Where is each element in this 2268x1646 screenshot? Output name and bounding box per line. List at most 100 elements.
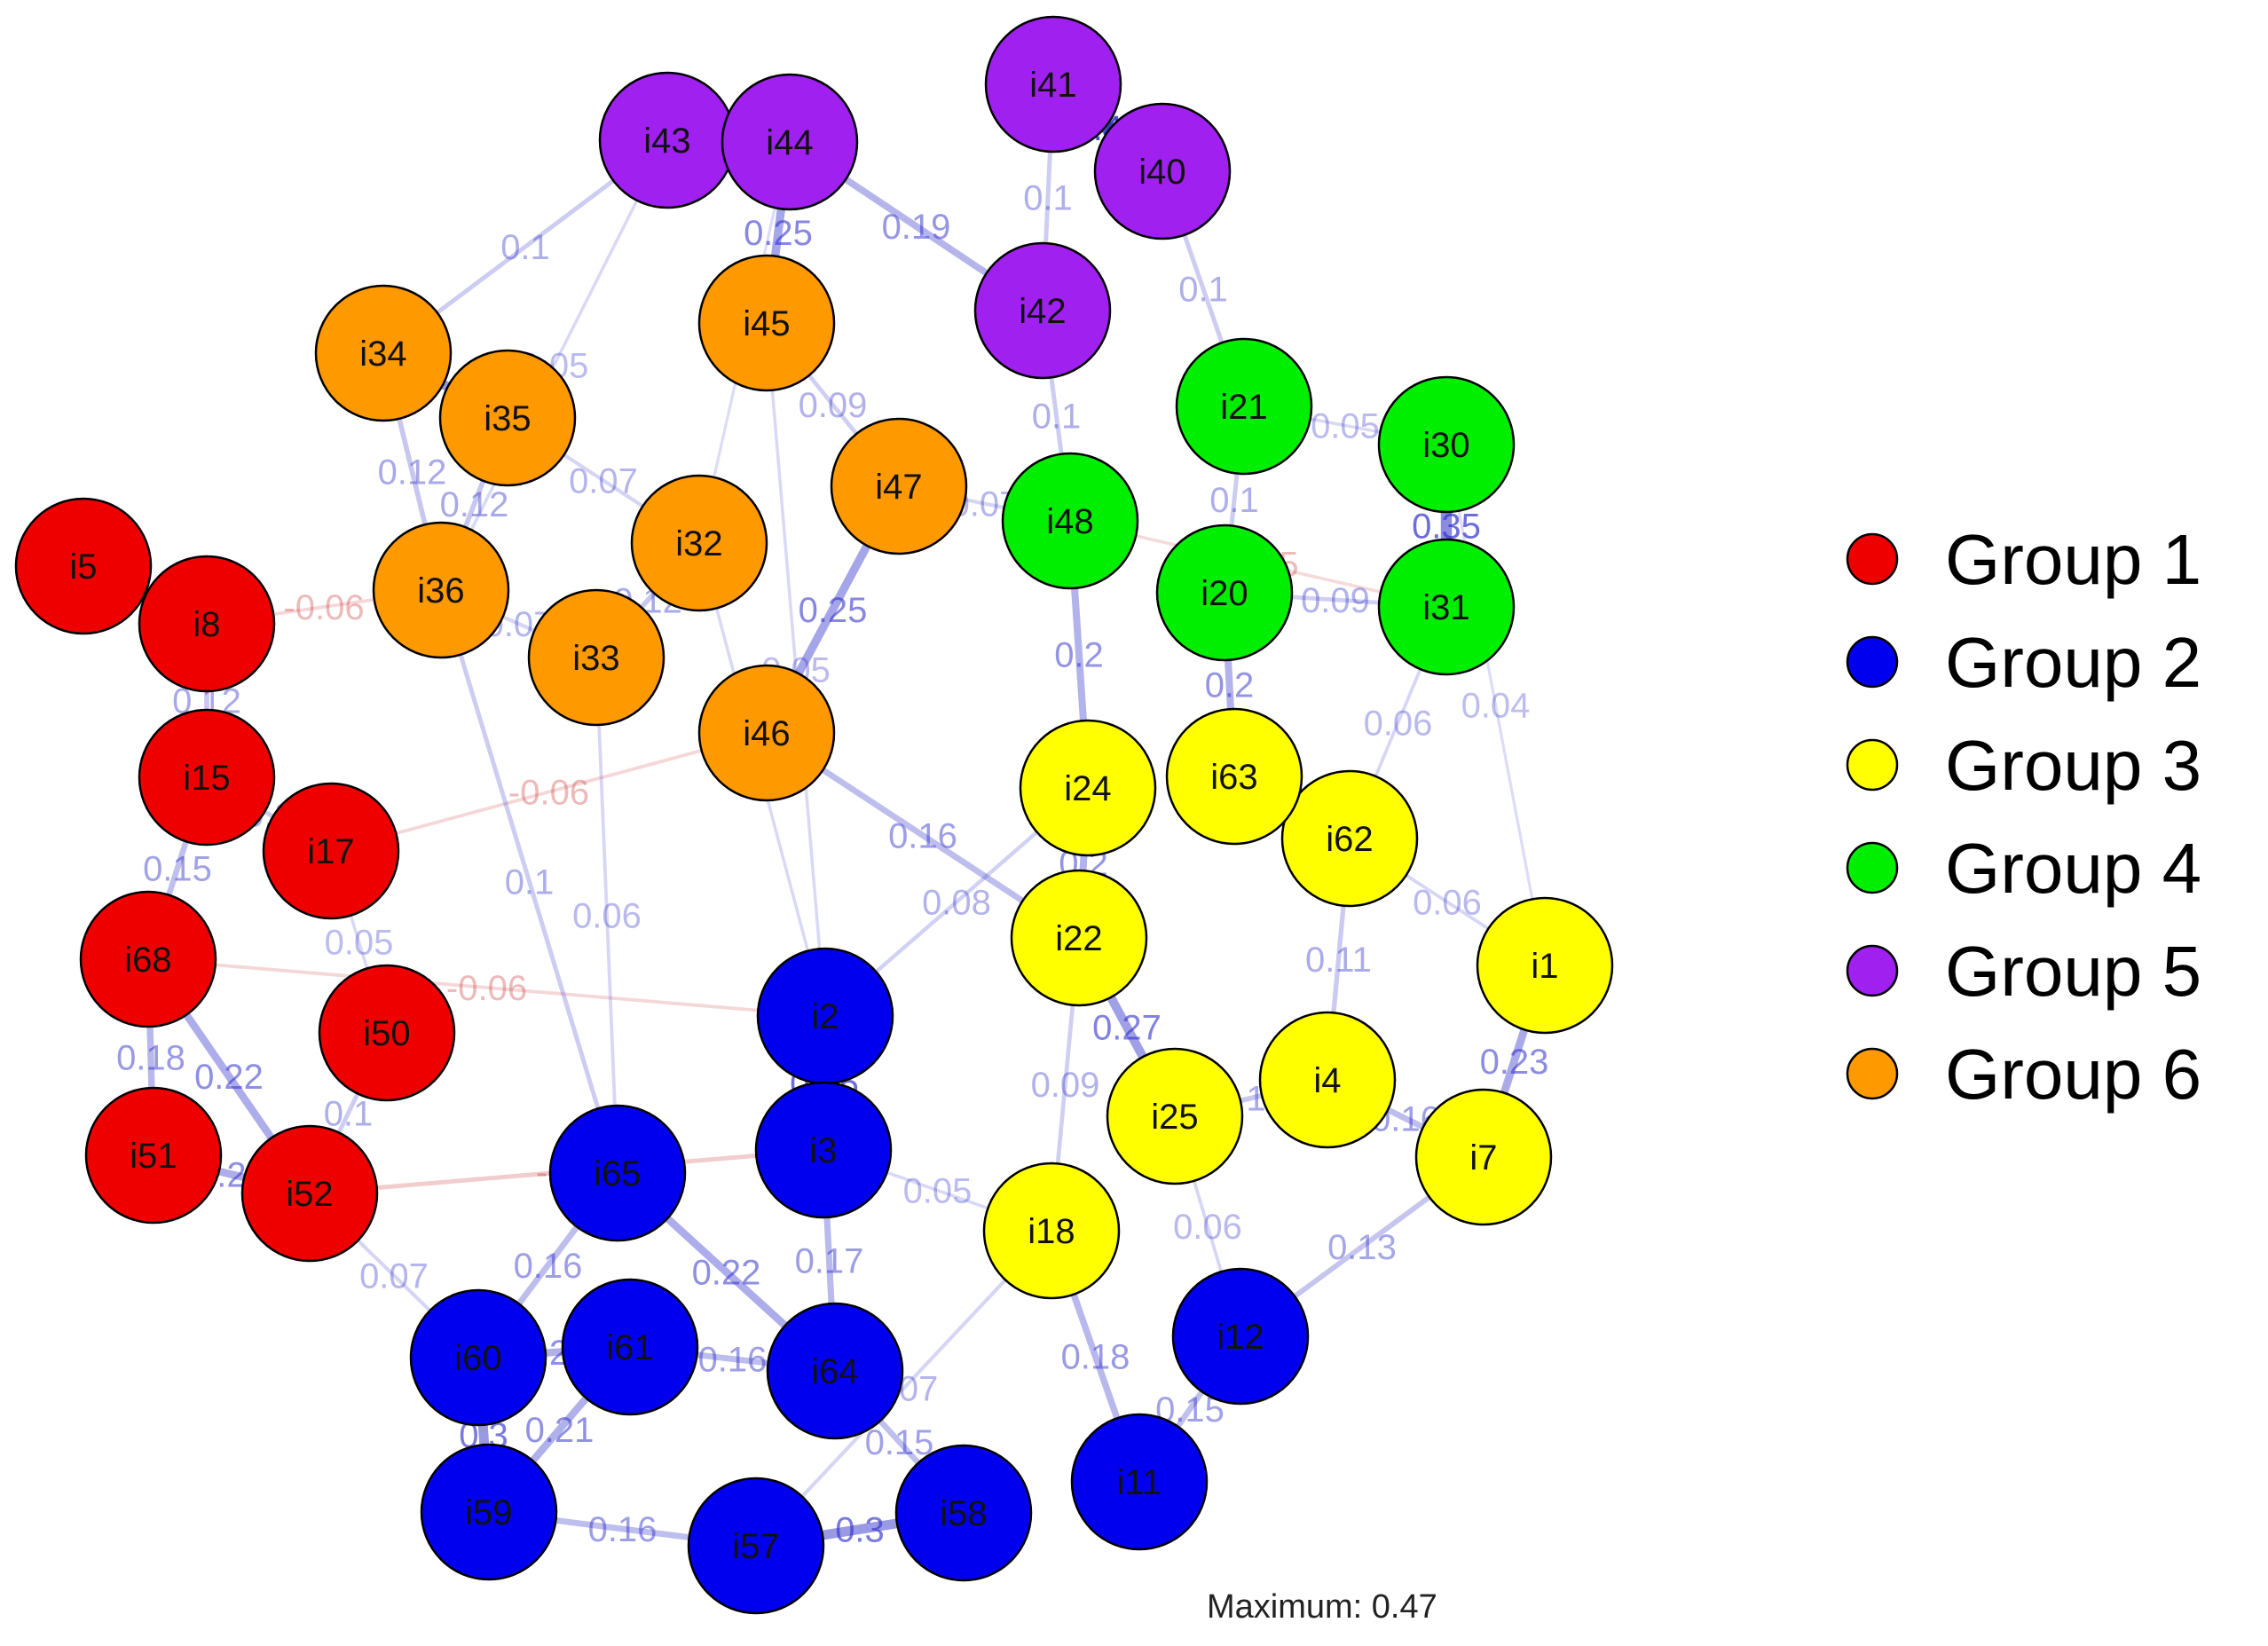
node-circle xyxy=(1377,538,1516,676)
node-circle xyxy=(1001,452,1139,590)
node-label: i60 xyxy=(454,1339,501,1378)
node-label: i62 xyxy=(1326,820,1373,859)
edge-weight-label: 0.13 xyxy=(1327,1228,1397,1267)
node-i32: i32 xyxy=(630,474,768,612)
edge-weight-label: -0.06 xyxy=(283,588,364,627)
node-circle xyxy=(527,588,665,727)
legend-item: Group 6 xyxy=(1846,1035,2201,1114)
edge-weight-label: 0.25 xyxy=(744,214,813,253)
node-circle xyxy=(1476,896,1614,1035)
node-label: i22 xyxy=(1055,919,1102,958)
node-i36: i36 xyxy=(372,521,510,659)
node-label: i41 xyxy=(1029,66,1076,105)
node-label: i34 xyxy=(359,335,406,374)
node-circle xyxy=(1280,769,1419,908)
node-circle xyxy=(79,890,217,1028)
edge-weight-label: 0.18 xyxy=(1061,1338,1130,1377)
node-circle xyxy=(766,1302,904,1440)
edge-i17-i46 xyxy=(329,731,768,853)
node-circle xyxy=(561,1278,699,1416)
legend-item: Group 4 xyxy=(1846,829,2201,908)
node-i2: i2 xyxy=(756,947,894,1085)
node-circle xyxy=(240,1124,379,1263)
node-i31: i31 xyxy=(1377,538,1516,676)
edge-weight-label: 0.27 xyxy=(1092,1009,1162,1048)
legend-item: Group 5 xyxy=(1846,932,2201,1011)
legend-label: Group 2 xyxy=(1945,623,2201,702)
node-circle xyxy=(314,284,453,422)
node-i57: i57 xyxy=(687,1477,825,1615)
node-label: i64 xyxy=(811,1352,858,1391)
node-label: i45 xyxy=(743,304,790,343)
node-label: i2 xyxy=(811,997,839,1036)
node-i41: i41 xyxy=(984,15,1122,154)
node-circle xyxy=(1165,707,1303,846)
edge-weight-label: 0.09 xyxy=(1031,1066,1100,1105)
node-i33: i33 xyxy=(527,588,665,727)
edge-i43-i36 xyxy=(439,138,669,592)
edge-weight-label: 0.2 xyxy=(1054,636,1104,675)
edge-weight-label: 0.1 xyxy=(324,1095,374,1134)
node-label: i47 xyxy=(875,468,922,507)
node-circle xyxy=(1106,1047,1244,1185)
node-label: i31 xyxy=(1422,588,1469,627)
node-circle xyxy=(372,521,510,659)
node-circle xyxy=(1010,869,1148,1007)
node-i7: i7 xyxy=(1414,1088,1553,1226)
node-i3: i3 xyxy=(754,1081,893,1219)
node-i18: i18 xyxy=(982,1162,1121,1300)
node-i60: i60 xyxy=(409,1288,547,1427)
node-label: i46 xyxy=(743,714,790,753)
node-i35: i35 xyxy=(438,349,577,487)
node-label: i17 xyxy=(307,832,354,871)
edge-i30-i1 xyxy=(1445,443,1547,967)
edge-i33-i65 xyxy=(595,656,619,1175)
node-i30: i30 xyxy=(1377,375,1516,514)
node-label: i48 xyxy=(1046,502,1093,541)
edge-weight-label: 0.25 xyxy=(799,591,868,630)
node-circle xyxy=(1258,1011,1397,1149)
edge-weight-label: 0.05 xyxy=(1311,407,1380,446)
legend-swatch xyxy=(1846,738,1899,791)
node-label: i57 xyxy=(732,1527,779,1566)
maximum-label: Maximum: 0.47 xyxy=(1207,1588,1437,1626)
node-i44: i44 xyxy=(721,73,859,211)
node-i68: i68 xyxy=(79,890,217,1028)
node-circle xyxy=(754,1081,893,1219)
edge-weight-label: 0.1 xyxy=(1023,179,1073,218)
edge-weight-label: 0.21 xyxy=(525,1411,595,1450)
node-circle xyxy=(973,241,1112,380)
legend-label: Group 4 xyxy=(1945,829,2201,908)
node-i61: i61 xyxy=(561,1278,699,1416)
edge-weight-label: -0.06 xyxy=(446,969,527,1008)
legend-item: Group 2 xyxy=(1846,623,2201,702)
node-label: i8 xyxy=(193,605,220,644)
node-i45: i45 xyxy=(697,254,836,392)
node-i50: i50 xyxy=(318,964,456,1102)
node-circle xyxy=(721,73,859,211)
edge-weight-label: 0.12 xyxy=(440,485,509,524)
node-label: i63 xyxy=(1210,758,1257,797)
node-label: i40 xyxy=(1138,153,1185,192)
node-circle xyxy=(894,1444,1033,1582)
legend-label: Group 5 xyxy=(1945,932,2201,1011)
legend-swatch xyxy=(1846,1047,1899,1100)
node-circle xyxy=(697,254,836,392)
node-label: i43 xyxy=(643,122,690,161)
node-label: i42 xyxy=(1019,292,1066,331)
edge-i68-i2 xyxy=(146,957,827,1018)
node-label: i59 xyxy=(465,1493,512,1532)
node-label: i15 xyxy=(183,759,230,798)
edge-weight-label: 0.07 xyxy=(569,462,638,501)
edge-i18-i57 xyxy=(753,1228,1054,1548)
node-i59: i59 xyxy=(420,1443,558,1581)
edge-weight-label: 0.1 xyxy=(505,863,555,902)
node-label: i50 xyxy=(363,1014,410,1053)
legend-item: Group 3 xyxy=(1846,726,2201,805)
node-circle xyxy=(438,349,577,487)
node-circle xyxy=(1414,1088,1553,1226)
node-i65: i65 xyxy=(548,1104,687,1242)
node-circle xyxy=(984,15,1122,154)
edge-weight-label: 0.06 xyxy=(1173,1208,1242,1247)
